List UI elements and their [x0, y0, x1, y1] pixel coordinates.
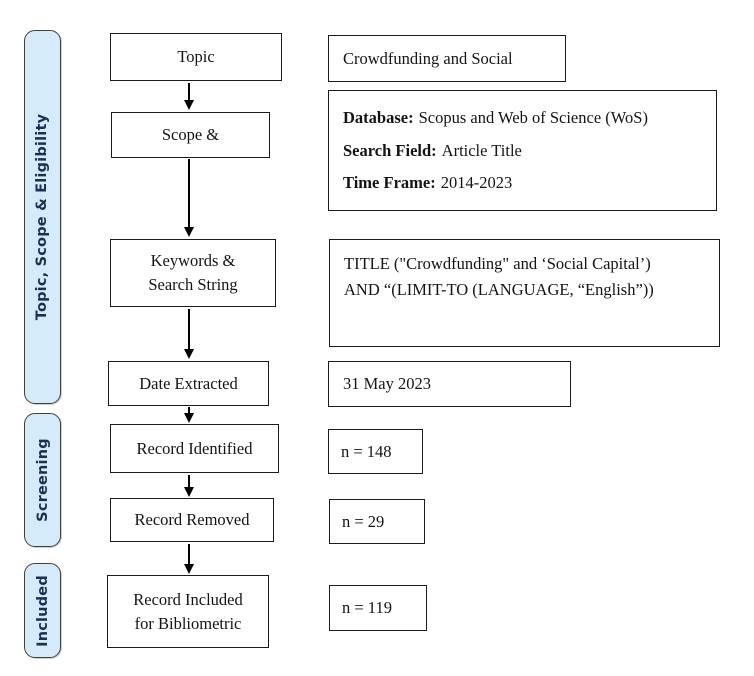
count-text: n = 29 — [342, 511, 385, 531]
detail-box-topic-value: Crowdfunding and Social — [328, 35, 566, 82]
detail-box-database-info: Database:Scopus and Web of Science (WoS)… — [328, 90, 717, 211]
flow-box-label: Topic — [177, 47, 215, 67]
stage-group-topic-scope-eligibility: Topic, Scope & Eligibility — [24, 30, 61, 404]
detail-box-search-string: TITLE ("Crowdfunding" and ‘Social Capita… — [329, 239, 720, 347]
flow-box-keywords-search-string: Keywords & Search String — [110, 239, 276, 307]
arrow-down-icon — [188, 407, 190, 414]
arrow-down-icon — [188, 159, 190, 228]
field-label: Time Frame: — [343, 173, 436, 193]
stage-label: Topic, Scope & Eligibility — [34, 113, 51, 321]
arrow-down-icon — [188, 475, 190, 488]
flow-box-label: Record Removed — [134, 510, 250, 530]
arrow-down-icon — [188, 309, 190, 350]
detail-box-date-value: 31 May 2023 — [328, 361, 571, 407]
count-text: n = 148 — [341, 441, 392, 461]
arrow-down-icon — [188, 544, 190, 565]
flow-box-label: Date Extracted — [139, 373, 238, 393]
stage-label: Screening — [34, 438, 51, 522]
detail-text: Crowdfunding and Social — [343, 48, 513, 68]
flow-box-label-line2: for Bibliometric — [134, 613, 242, 633]
field-value: Article Title — [441, 140, 522, 160]
search-string-line1: TITLE ("Crowdfunding" and ‘Social Capita… — [344, 254, 651, 273]
flow-box-record-included: Record Included for Bibliometric — [107, 575, 269, 648]
field-label: Database: — [343, 107, 414, 127]
flow-box-record-removed: Record Removed — [110, 498, 274, 542]
arrow-down-icon — [188, 83, 190, 101]
search-field-row: Search Field:Article Title — [343, 141, 702, 161]
detail-text: 31 May 2023 — [343, 374, 431, 393]
database-row: Database:Scopus and Web of Science (WoS) — [343, 108, 702, 128]
flow-box-label-line2: Search String — [148, 275, 238, 294]
detail-box-identified-count: n = 148 — [328, 429, 423, 474]
flow-box-label: Scope & — [161, 125, 220, 145]
detail-box-removed-count: n = 29 — [329, 499, 425, 544]
flow-box-date-extracted: Date Extracted — [108, 361, 269, 406]
flow-box-label-line1: Record Included — [133, 589, 243, 609]
detail-box-included-count: n = 119 — [329, 585, 427, 631]
count-text: n = 119 — [342, 598, 392, 617]
flow-box-label: Record Identified — [136, 438, 253, 458]
search-string-line2: AND “(LIMIT-TO (LANGUAGE, “English”)) — [344, 279, 654, 299]
flow-box-scope: Scope & — [111, 112, 270, 158]
field-value: Scopus and Web of Science (WoS) — [418, 107, 648, 127]
flow-box-label-line1: Keywords & — [150, 251, 236, 271]
stage-group-screening: Screening — [24, 413, 61, 547]
stage-group-included: Included — [24, 563, 61, 658]
field-label: Search Field: — [343, 140, 437, 160]
stage-label: Included — [34, 574, 51, 647]
field-value: 2014-2023 — [440, 173, 513, 193]
time-frame-row: Time Frame:2014-2023 — [343, 173, 702, 193]
flow-box-topic: Topic — [110, 33, 282, 81]
flow-box-record-identified: Record Identified — [110, 424, 279, 473]
